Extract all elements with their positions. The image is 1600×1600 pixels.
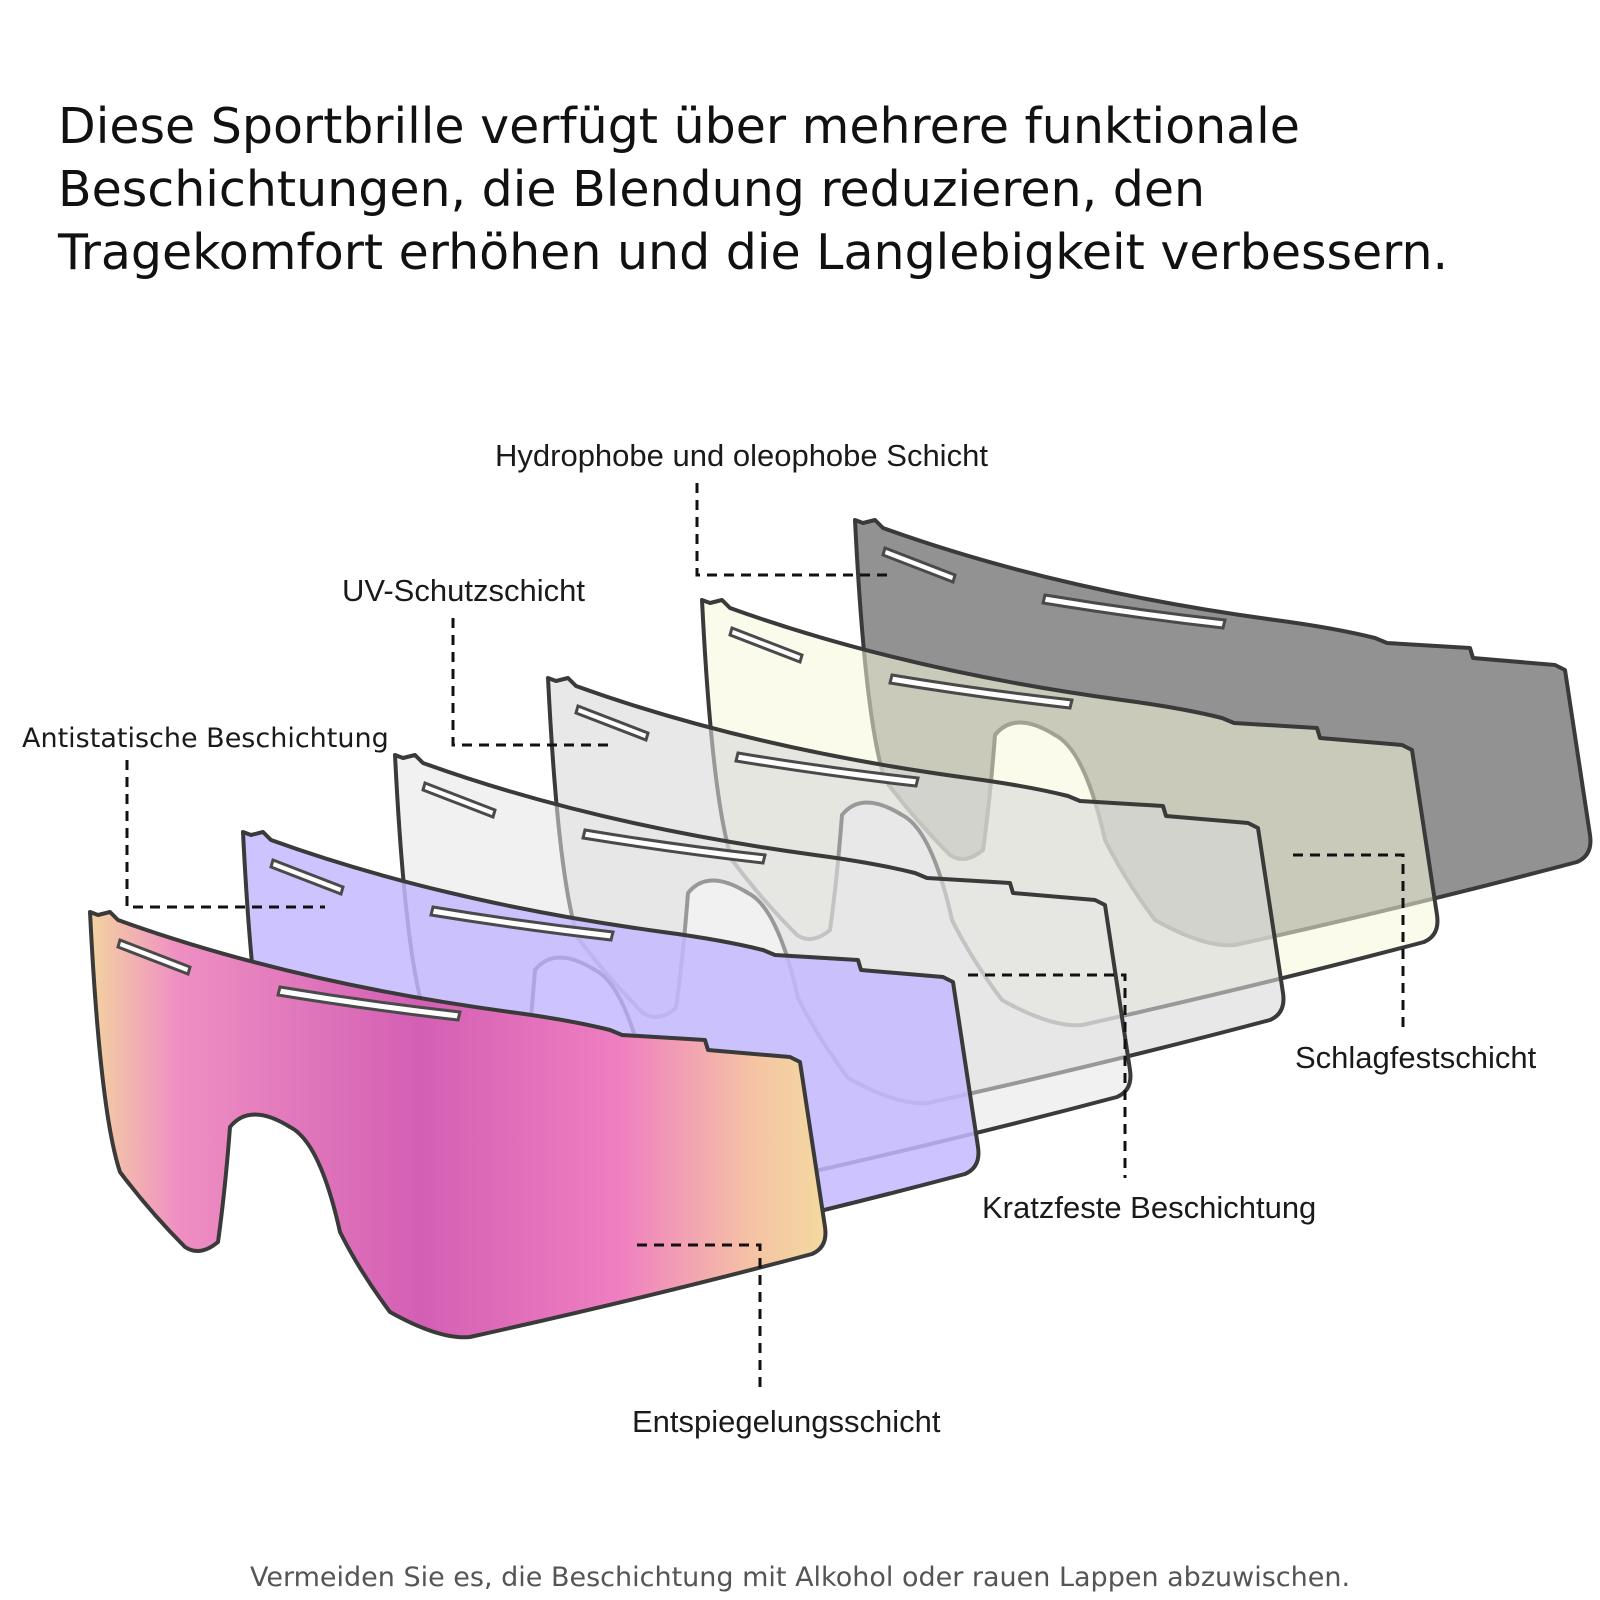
intro-line-2: Beschichtungen, die Blendung reduzieren,… [58, 161, 1206, 218]
leader-scratch [968, 973, 1127, 1178]
lens-layer-impact [853, 518, 1593, 948]
leader-impact [1293, 853, 1405, 1030]
vent-icon [1041, 593, 1227, 630]
lens-layer-hydrophobic [700, 598, 1440, 1028]
label-impact: Schlagfestschicht [1295, 1040, 1537, 1075]
vent-icon [581, 828, 767, 865]
vent-icon [888, 673, 1074, 710]
lens-layer-antireflective [88, 910, 828, 1340]
vent-icon [734, 751, 920, 788]
vent-icon [421, 781, 497, 819]
vent-icon [728, 626, 804, 664]
intro-text: Diese Sportbrille verfügt über mehrere f… [58, 95, 1558, 284]
vent-icon [269, 858, 345, 896]
lens-layer-antistatic [393, 753, 1133, 1183]
vent-icon [116, 938, 192, 976]
leader-hydrophobic [695, 483, 892, 577]
intro-line-3: Tragekomfort erhöhen und die Langlebigke… [58, 224, 1449, 281]
lens-layer-uv [241, 830, 981, 1260]
label-antistatic: Antistatische Beschichtung [22, 723, 389, 754]
leader-uv [451, 618, 610, 747]
vent-icon [574, 704, 650, 742]
vent-icon [429, 905, 615, 942]
leader-antistatic [125, 760, 325, 909]
intro-line-1: Diese Sportbrille verfügt über mehrere f… [58, 98, 1300, 155]
label-antireflective: Entspiegelungsschicht [632, 1404, 941, 1439]
vent-icon [276, 985, 462, 1022]
label-uv: UV-Schutzschicht [342, 573, 585, 608]
vent-icon [881, 546, 957, 584]
care-note: Vermeiden Sie es, die Beschichtung mit A… [249, 1562, 1351, 1593]
label-scratch: Kratzfeste Beschichtung [982, 1190, 1316, 1225]
lens-layer-scratch [546, 676, 1286, 1106]
label-hydrophobic: Hydrophobe und oleophobe Schicht [495, 438, 988, 473]
leader-antireflective [637, 1243, 762, 1390]
